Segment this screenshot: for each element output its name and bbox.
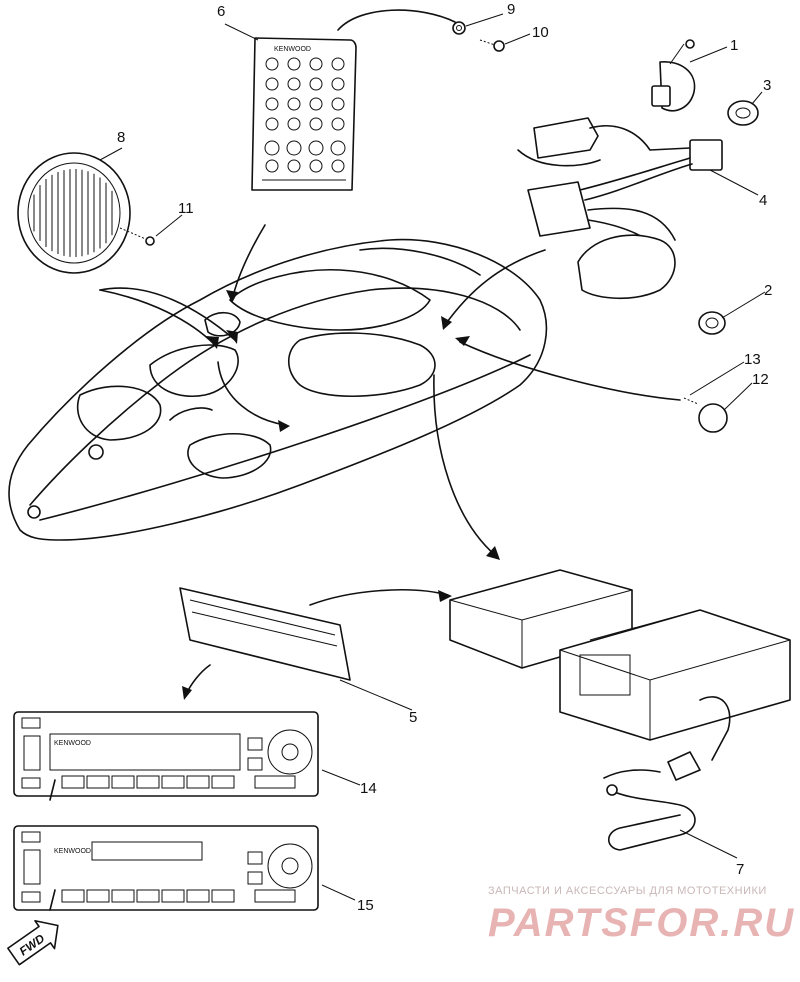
screw-11 [119,227,155,246]
preset-button [136,889,160,903]
remote-button [265,77,279,91]
screw-10 [479,39,505,52]
radio-faceplate-14: KENWOOD [13,711,319,797]
face-button [21,777,41,789]
remote-button [265,97,279,111]
callout-3: 3 [763,77,771,94]
leader-lines [49,9,766,911]
face-button [23,735,41,771]
callout-1: 1 [730,37,738,54]
remote-button [287,57,301,71]
remote-button [309,97,323,111]
preset-button [211,889,235,903]
remote-button [309,159,323,173]
face-button [254,889,296,903]
grommet [727,100,759,126]
cover-plate-12 [698,403,728,433]
preset-button [61,889,85,903]
face-button [21,717,41,729]
control-dial [267,729,313,775]
watermark-logo: PARTSFOR.RU [488,901,795,945]
fwd-arrow: FWD [7,919,59,966]
face-button [247,851,263,865]
faceplate-case [179,587,351,681]
remote-button [331,57,345,71]
preset-button [186,889,210,903]
remote-button [286,140,302,156]
preset-button [211,775,235,789]
callout-4: 4 [759,192,767,209]
switch-assembly [651,39,696,112]
remote-brand-label: KENWOOD [274,46,311,53]
face-button [21,831,41,843]
remote-button [331,97,345,111]
remote-button [287,159,301,173]
callout-12: 12 [752,371,769,388]
remote-button [330,140,346,156]
preset-button [161,889,185,903]
wire-harness [517,117,723,300]
remote-button [265,117,279,131]
remote-button [287,77,301,91]
face-button [247,737,263,751]
watermark-tagline: ЗАПЧАСТИ И АКСЕССУАРЫ ДЛЯ МОТОТЕХНИКИ [488,885,767,897]
preset-button [136,775,160,789]
radio-brand-label-15: KENWOOD [54,848,91,855]
callout-15: 15 [357,897,374,914]
face-button [247,871,263,885]
antenna-lead [603,751,701,851]
remote-button [309,77,323,91]
remote-button [309,117,323,131]
radio-brand-label-14: KENWOOD [54,740,91,747]
remote-control: KENWOOD [251,37,357,191]
callout-9: 9 [507,1,515,18]
remote-button [308,140,324,156]
watermark: ЗАПЧАСТИ И АКСЕССУАРЫ ДЛЯ МОТОТЕХНИКИ PA… [488,885,795,945]
face-button [247,757,263,771]
clamp [698,311,726,335]
face-button [254,775,296,789]
callout-2: 2 [764,282,772,299]
preset-button [111,889,135,903]
speaker [17,152,131,274]
callout-7: 7 [736,861,744,878]
control-dial-center [281,857,299,875]
callout-11: 11 [178,200,194,217]
nut-9 [452,21,466,35]
head-unit-chassis [559,609,791,761]
remote-button [264,140,280,156]
callout-6: 6 [217,3,225,20]
callout-numbers: 1 2 3 4 5 6 7 8 9 10 11 12 13 14 15 [117,1,772,914]
remote-button [265,57,279,71]
callout-5: 5 [409,709,417,726]
preset-button [61,775,85,789]
preset-button [111,775,135,789]
preset-button [186,775,210,789]
remote-button [331,117,345,131]
remote-button [287,117,301,131]
boat-hull [8,238,548,541]
callout-8: 8 [117,129,125,146]
callout-13: 13 [744,351,761,368]
remote-button [309,57,323,71]
remote-button [331,159,345,173]
callout-10: 10 [532,24,549,41]
screw-13 [683,397,699,405]
preset-button [161,775,185,789]
remote-button [287,97,301,111]
remote-button [265,159,279,173]
face-button [21,891,41,903]
remote-button [331,77,345,91]
preset-button [86,889,110,903]
preset-button [86,775,110,789]
callout-14: 14 [360,780,377,797]
face-button [23,849,41,885]
arrowheads [182,290,500,700]
control-dial [267,843,313,889]
control-dial-center [281,743,299,761]
radio-faceplate-15: KENWOOD [13,825,319,911]
